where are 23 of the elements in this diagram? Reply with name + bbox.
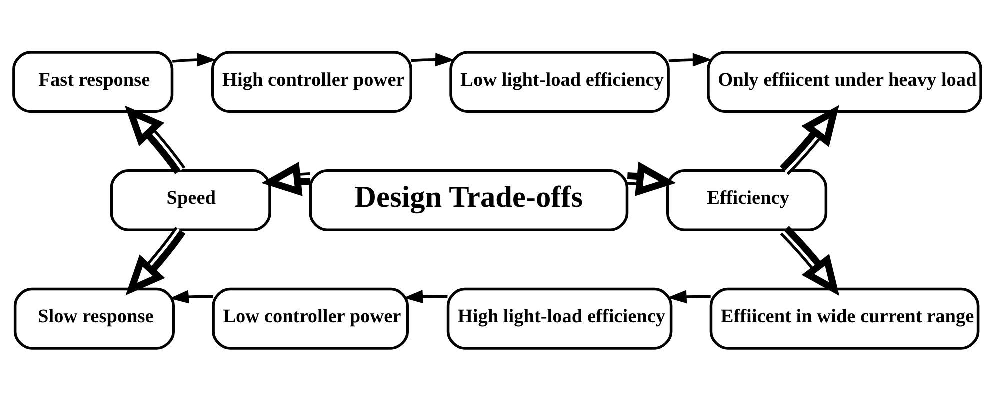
arrow <box>124 106 186 174</box>
arrow <box>411 53 455 67</box>
arrow <box>172 53 217 67</box>
node-box: Design Trade-offs <box>309 170 629 232</box>
node-box: Efficiency <box>666 170 828 232</box>
node-box: Effiicent in wide current range <box>710 288 980 350</box>
arrow <box>780 105 840 176</box>
arrow <box>262 162 311 196</box>
node-box: Only effiicent under heavy load <box>707 51 982 114</box>
arrow <box>627 162 676 196</box>
node-box: Fast response <box>12 51 174 114</box>
node-box: High light-load efficiency <box>446 288 673 350</box>
node-box: Low controller power <box>212 288 410 350</box>
node-box: High controller power <box>212 51 412 114</box>
arrow <box>668 290 711 304</box>
arrow <box>170 290 214 304</box>
node-box: Speed <box>110 170 272 232</box>
arrow <box>668 53 712 67</box>
arrow <box>404 290 448 304</box>
node-box: Slow response <box>14 288 176 350</box>
arrow <box>780 226 840 296</box>
node-box: Low light-load efficiency <box>450 51 670 114</box>
arrow <box>126 226 186 296</box>
